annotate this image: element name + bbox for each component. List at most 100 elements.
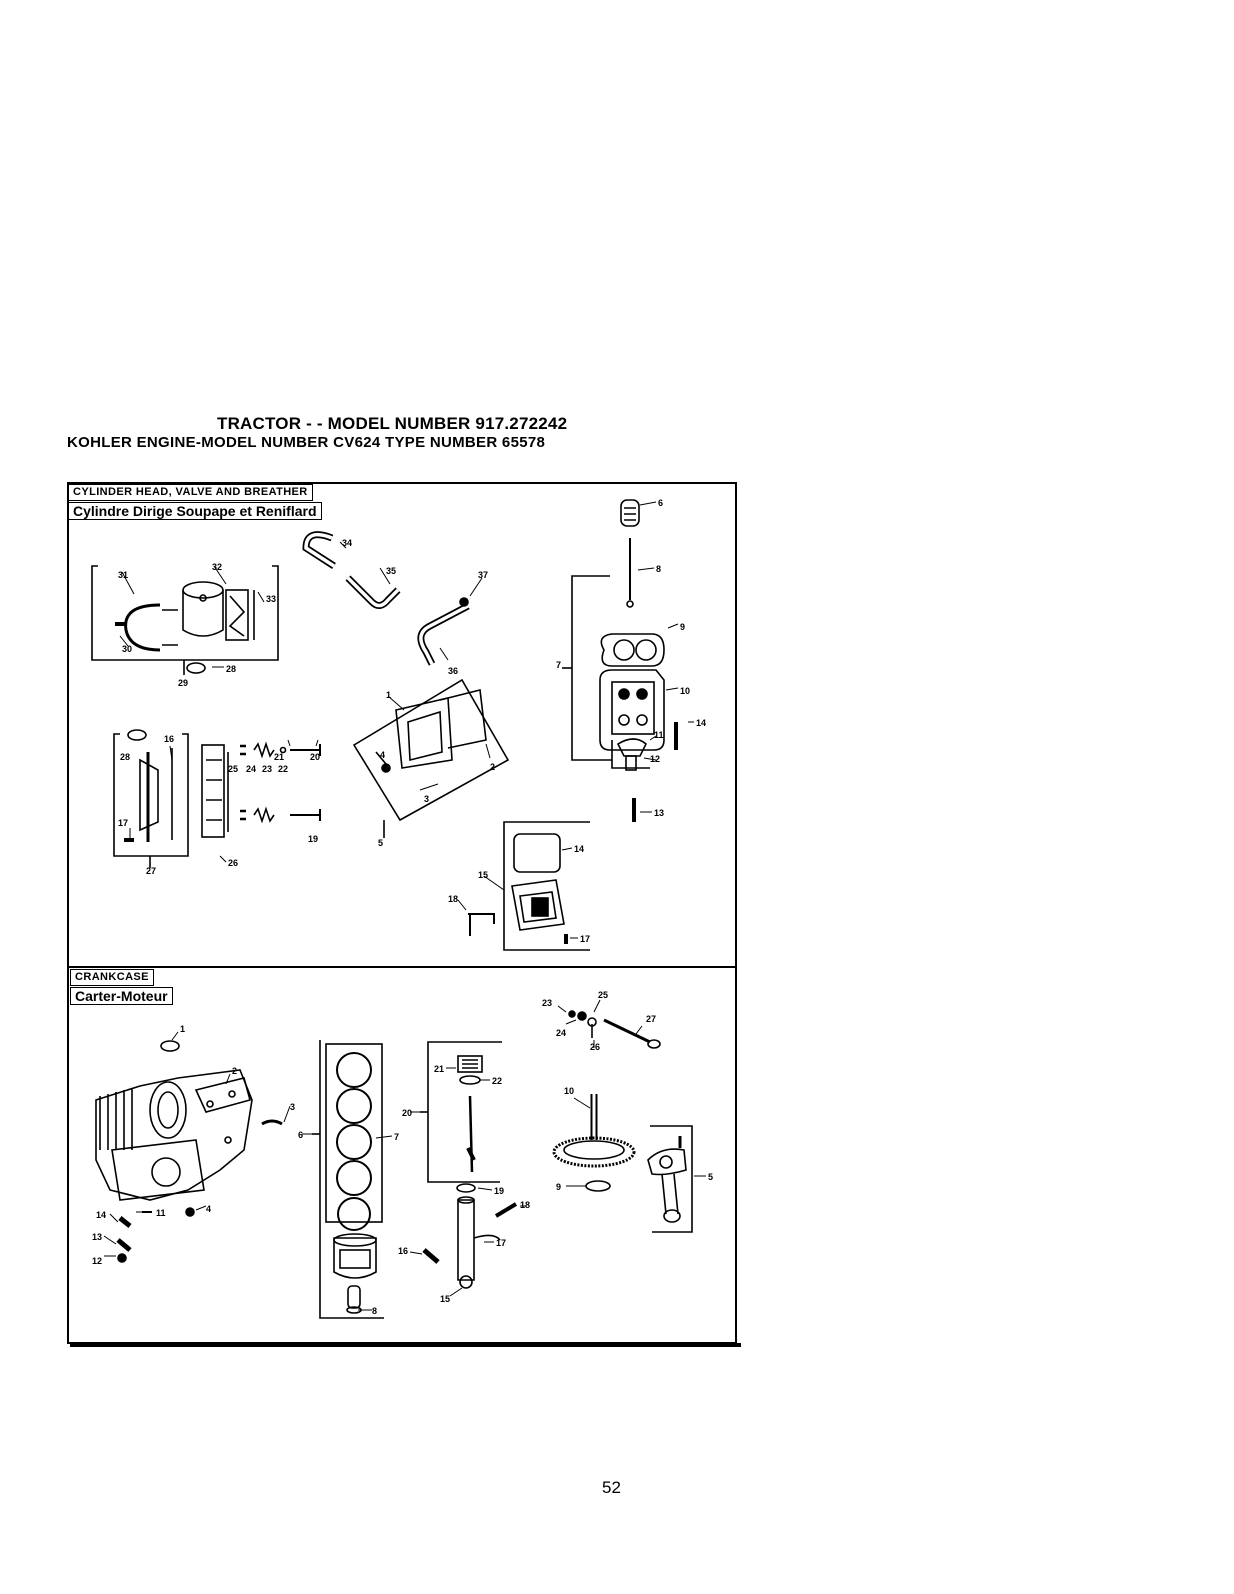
valve-cover-kit-bracket [503, 821, 590, 951]
svg-text:9: 9 [556, 1182, 561, 1192]
svg-text:5: 5 [378, 838, 383, 848]
svg-text:21: 21 [274, 752, 284, 762]
svg-text:6: 6 [298, 1130, 303, 1140]
intake-valve-part [290, 744, 321, 756]
svg-text:25: 25 [228, 764, 238, 774]
svg-text:2: 2 [490, 762, 495, 772]
connecting-rod-bracket [650, 1125, 693, 1233]
section-divider [68, 966, 736, 968]
page-number: 52 [602, 1478, 621, 1497]
exhaust-valve-part [290, 809, 321, 821]
svg-text:6: 6 [658, 498, 663, 508]
svg-text:27: 27 [646, 1014, 656, 1024]
svg-text:20: 20 [310, 752, 320, 762]
oil-seal-part [160, 1040, 180, 1052]
svg-text:18: 18 [520, 1200, 530, 1210]
svg-text:13: 13 [654, 808, 664, 818]
svg-text:3: 3 [290, 1102, 295, 1112]
piston-pin-part [347, 1285, 361, 1309]
valve-spring-part [253, 741, 275, 759]
valve-cover-seal-part [513, 833, 561, 873]
svg-text:11: 11 [156, 1208, 166, 1218]
svg-text:27: 27 [146, 866, 156, 876]
crankcase-part [95, 1069, 253, 1201]
section-label-crankcase-fr: Carter-Moteur [70, 987, 173, 1005]
valve-cover-gasket-part [439, 689, 487, 749]
svg-text:21: 21 [434, 1064, 444, 1074]
svg-text:20: 20 [402, 1108, 412, 1118]
cylinder-head-part [599, 669, 665, 751]
tube-plug-part [459, 597, 469, 607]
governor-shaft-part [468, 1095, 474, 1173]
svg-text:25: 25 [598, 990, 608, 1000]
svg-text:19: 19 [494, 1186, 504, 1196]
svg-text:22: 22 [492, 1076, 502, 1086]
valve-cover-outline [352, 678, 510, 822]
svg-text:7: 7 [394, 1132, 399, 1142]
svg-text:28: 28 [120, 752, 130, 762]
svg-text:3: 3 [424, 794, 429, 804]
svg-text:15: 15 [478, 870, 488, 880]
valve-cover-housing-part [511, 879, 565, 931]
svg-text:15: 15 [440, 1294, 450, 1304]
svg-text:30: 30 [122, 644, 132, 654]
breather-element-part [225, 589, 249, 641]
svg-text:1: 1 [180, 1024, 185, 1034]
rocker-arm-part [616, 738, 647, 757]
page-subtitle: KOHLER ENGINE-MODEL NUMBER CV624 TYPE NU… [67, 434, 546, 451]
svg-text:2: 2 [232, 1066, 237, 1076]
svg-text:23: 23 [262, 764, 272, 774]
breather-clip-part [124, 603, 161, 652]
governor-lever-part [603, 1018, 651, 1044]
svg-text:4: 4 [380, 750, 385, 760]
svg-text:17: 17 [496, 1238, 506, 1248]
svg-text:8: 8 [656, 564, 661, 574]
svg-text:18: 18 [448, 894, 458, 904]
svg-text:10: 10 [564, 1086, 574, 1096]
connecting-rod-part [647, 1148, 687, 1176]
svg-text:24: 24 [556, 1028, 566, 1038]
svg-text:37: 37 [478, 570, 488, 580]
svg-text:19: 19 [308, 834, 318, 844]
svg-text:4: 4 [206, 1204, 211, 1214]
fitting-part [118, 1216, 132, 1228]
svg-text:22: 22 [278, 764, 288, 774]
page-title: TRACTOR - - MODEL NUMBER 917.272242 [217, 414, 568, 433]
piston-group-bracket [319, 1040, 384, 1319]
svg-text:17: 17 [580, 934, 590, 944]
section-label-cylinder-head-fr: Cylindre Dirige Soupape et Reniflard [68, 502, 322, 520]
rocker-grommet-part [127, 729, 147, 741]
breather-grommet-part [186, 662, 206, 674]
oil-pickup-tube-part [457, 1199, 475, 1281]
cylinder-head-plug-part [620, 499, 640, 527]
frame-bottom-rule [70, 1343, 741, 1347]
svg-text:26: 26 [590, 1042, 600, 1052]
svg-text:33: 33 [266, 594, 276, 604]
svg-text:24: 24 [246, 764, 256, 774]
svg-text:5: 5 [708, 1172, 713, 1182]
svg-text:7: 7 [556, 660, 561, 670]
oil-pickup-bracket [427, 1041, 502, 1183]
svg-text:16: 16 [164, 734, 174, 744]
svg-text:1: 1 [386, 690, 391, 700]
svg-text:14: 14 [574, 844, 584, 854]
section-label-cylinder-head: CYLINDER HEAD, VALVE AND BREATHER [68, 484, 313, 501]
clip-part [422, 1248, 440, 1264]
svg-text:11: 11 [654, 730, 664, 740]
svg-text:14: 14 [96, 1210, 106, 1220]
dipstick-tube-part [261, 1119, 283, 1126]
spring-part [494, 1202, 518, 1218]
svg-text:31: 31 [118, 570, 128, 580]
cylinder-head-group-bracket [571, 575, 612, 761]
svg-text:14: 14 [696, 718, 706, 728]
rocker-plate-part [201, 744, 225, 838]
rocker-group-bracket [113, 733, 189, 857]
svg-text:36: 36 [448, 666, 458, 676]
svg-text:13: 13 [92, 1232, 102, 1242]
breather-group-bracket [91, 565, 279, 661]
svg-text:8: 8 [372, 1306, 377, 1316]
svg-text:10: 10 [680, 686, 690, 696]
svg-text:26: 26 [228, 858, 238, 868]
svg-text:12: 12 [92, 1256, 102, 1266]
